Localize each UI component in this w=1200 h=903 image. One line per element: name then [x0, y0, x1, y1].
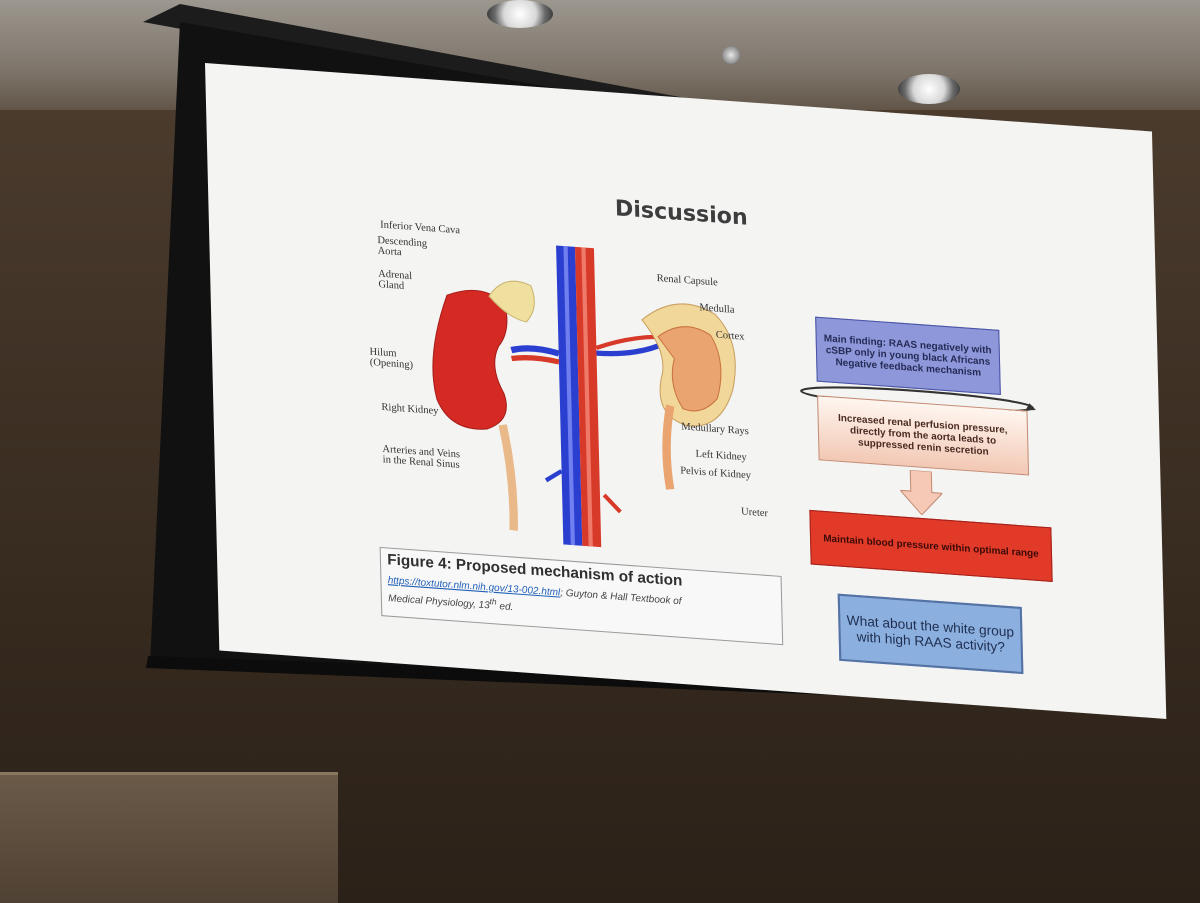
reference-text-2: Medical Physiology, 13 — [388, 592, 490, 612]
label-cortex: Cortex — [715, 329, 745, 343]
kidney-illustration — [432, 245, 736, 548]
figure-caption: Figure 4: Proposed mechanism of action h… — [379, 546, 784, 646]
lectern — [0, 772, 338, 903]
label-adrenal-gland: Adrenal Gland — [378, 268, 413, 293]
kidney-diagram — [382, 217, 811, 562]
label-hilum: Hilum (Opening) — [369, 346, 414, 372]
label-descending-aorta: Descending Aorta — [377, 234, 428, 259]
reference-text-1: ; Guyton & Hall Textbook of — [560, 587, 682, 608]
maintain-bp-box: Maintain blood pressure within optimal r… — [809, 509, 1053, 582]
slide: Discussion Inferior Vena Cava Descending… — [205, 63, 1167, 719]
question-box: What about the white group with high RAA… — [837, 593, 1024, 675]
slide-title: Discussion — [614, 195, 748, 231]
main-finding-box: Main finding: RAAS negatively with cSBP … — [815, 316, 1001, 395]
ceiling-light-right — [898, 74, 960, 104]
sprinkler — [722, 46, 740, 64]
renal-perfusion-box: Increased renal perfusion pressure, dire… — [817, 395, 1030, 476]
reference-text-3: ed. — [496, 600, 514, 614]
label-ureter: Ureter — [740, 506, 769, 520]
down-arrow-icon — [899, 469, 943, 516]
figure-reference: https://toxtutor.nlm.nih.gov/13-002.html… — [388, 574, 778, 634]
ceiling-light-left — [487, 0, 553, 28]
